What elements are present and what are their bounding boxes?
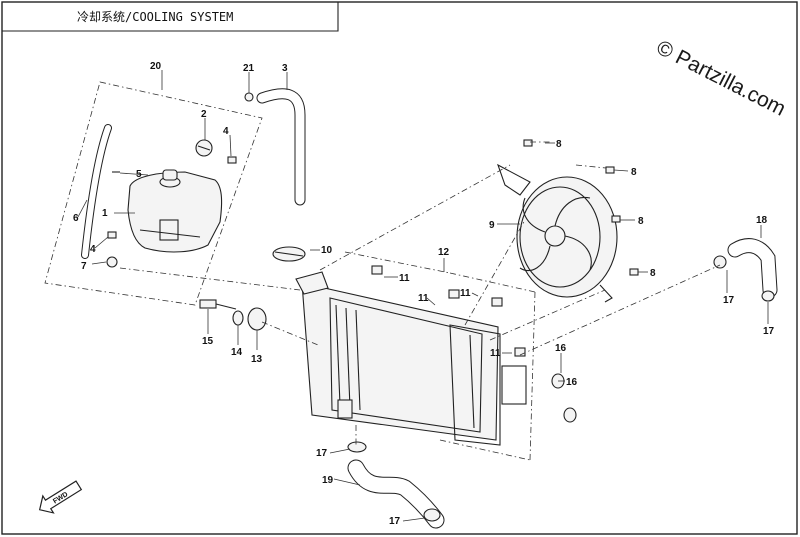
- callout-12: 12: [438, 247, 450, 258]
- cooling-fan: [497, 163, 618, 303]
- callout-11-d: 11: [490, 348, 501, 359]
- callout-11-b: 11: [418, 293, 429, 304]
- radiator-cap: [272, 246, 306, 262]
- radiator: [295, 271, 527, 446]
- callout-21: 21: [243, 63, 255, 74]
- callout-17-c: 17: [316, 448, 328, 459]
- assembly-lines: [119, 141, 721, 461]
- watermark: © Partzilla.com: [653, 36, 790, 121]
- callout-1: 1: [102, 208, 108, 219]
- callout-labels: 20 21 3 2 4 5 1 6 4 7 10 11 12 11 11 11 …: [73, 61, 775, 527]
- hose-clamp-small: [244, 92, 254, 102]
- callout-7: 7: [81, 261, 87, 272]
- callout-2: 2: [201, 109, 207, 120]
- callout-16-b: 16: [566, 377, 578, 388]
- title-tab: [2, 2, 339, 32]
- reservoir-hose: [256, 88, 306, 206]
- rubber-grommet: [247, 307, 267, 331]
- callout-13: 13: [251, 354, 263, 365]
- callout-17-a: 17: [723, 295, 735, 306]
- callout-9: 9: [489, 220, 495, 231]
- callout-14: 14: [231, 347, 243, 358]
- reservoir-cap: [195, 139, 213, 157]
- fwd-arrow-icon: FWD: [38, 480, 83, 514]
- coolant-reservoir: [127, 169, 223, 253]
- callout-6: 6: [73, 213, 79, 224]
- radiator-mount-bolt: [199, 299, 237, 310]
- callout-10: 10: [321, 245, 333, 256]
- diagram-title: 冷却系统/COOLING SYSTEM: [77, 10, 233, 24]
- callout-4-lower: 4: [90, 244, 96, 255]
- callout-19: 19: [322, 475, 334, 486]
- callout-3: 3: [282, 63, 288, 74]
- callout-16-a: 16: [555, 343, 567, 354]
- callout-17-b: 17: [763, 326, 775, 337]
- callout-8-a: 8: [556, 139, 562, 150]
- reservoir-bolt: [107, 156, 237, 239]
- callout-8-d: 8: [650, 268, 656, 279]
- callout-17-d: 17: [389, 516, 401, 527]
- leader-lines: [77, 70, 769, 522]
- washer: [232, 310, 244, 326]
- reservoir-group-outline: [44, 81, 263, 306]
- callout-8-b: 8: [631, 167, 637, 178]
- radiator-grommet: [563, 407, 577, 423]
- callout-4-upper: 4: [223, 126, 229, 137]
- callout-11-a: 11: [399, 273, 410, 284]
- callout-11-c: 11: [460, 288, 471, 299]
- callout-15: 15: [202, 336, 214, 347]
- callout-5: 5: [136, 169, 142, 180]
- callout-20: 20: [150, 61, 162, 72]
- callout-18: 18: [756, 215, 768, 226]
- radiator-clip: [371, 265, 526, 357]
- hose-clip: [106, 256, 118, 268]
- fwd-label: FWD: [52, 491, 69, 505]
- hose-clamp: [347, 255, 775, 522]
- callout-8-c: 8: [638, 216, 644, 227]
